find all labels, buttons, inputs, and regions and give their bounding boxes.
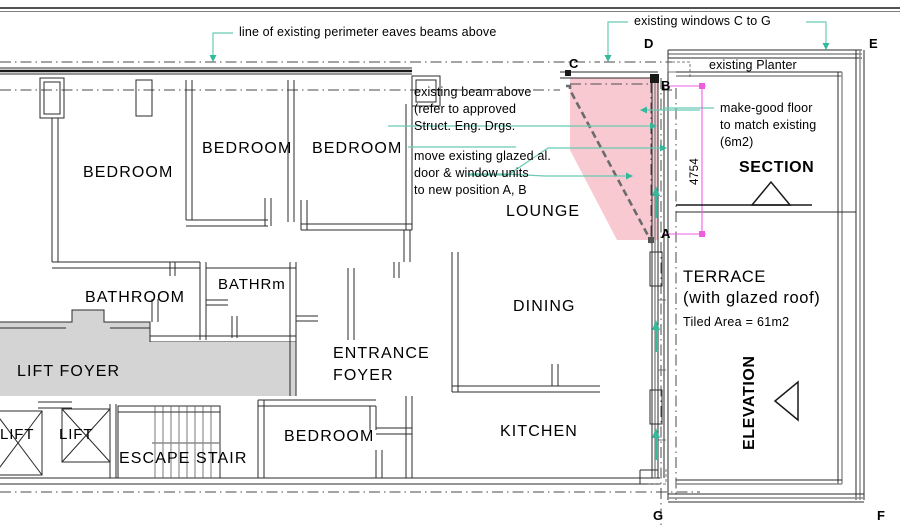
note-move-glazing-line2: door & window units (414, 166, 529, 180)
sheet-border (0, 7, 900, 12)
internal-walls-living (451, 252, 600, 393)
section-tag-label: SECTION (739, 159, 815, 176)
note-make-good-line3: (6m2) (720, 135, 754, 149)
note-existing-windows: existing windows C to G (634, 14, 771, 28)
grid-point-ticks (565, 70, 659, 243)
room-label-bathroom: BATHROOM (85, 289, 186, 306)
extension-area-fill (560, 71, 658, 246)
terrace-title: TERRACE (683, 268, 767, 286)
terrace-subtitle: (with glazed roof) (683, 289, 821, 307)
room-label-dining: DINING (513, 298, 576, 315)
note-make-good-line2: to match existing (720, 118, 817, 132)
note-beam-above-line1: existing beam above (414, 85, 532, 99)
elevation-tag-label: ELEVATION (741, 355, 758, 450)
room-label-entrance-foyer-1: ENTRANCE (333, 345, 430, 362)
terrace-enclosure (648, 49, 865, 503)
room-label-bedroom-1: BEDROOM (83, 164, 174, 181)
grid-point-d: D (644, 36, 654, 51)
grid-point-f: F (877, 508, 885, 523)
lift-shafts (0, 401, 117, 478)
room-label-bedroom-2: BEDROOM (202, 140, 293, 157)
room-label-escape-stair: ESCAPE STAIR (119, 450, 248, 467)
structural-columns (39, 75, 441, 119)
room-label-kitchen: KITCHEN (500, 423, 578, 440)
elevation-marker (773, 380, 799, 422)
note-existing-planter: existing Planter (709, 58, 797, 72)
leader-lines (209, 21, 830, 180)
room-label-entrance-foyer-2: FOYER (333, 367, 394, 384)
note-move-glazing-line1: move existing glazed al. (414, 149, 552, 163)
section-marker (676, 180, 812, 206)
room-label-lift-foyer: LIFT FOYER (17, 363, 121, 380)
internal-walls-bedrooms (51, 80, 413, 262)
room-label-lounge: LOUNGE (506, 203, 581, 220)
grid-point-a: A (661, 226, 671, 241)
room-label-bedroom-3: BEDROOM (312, 140, 403, 157)
dimension-4754-text: 4754 (689, 157, 701, 185)
room-label-lift-2: LIFT (59, 426, 94, 443)
note-eaves-beams: line of existing perimeter eaves beams a… (239, 25, 497, 39)
terrace-area: Tiled Area = 61m2 (683, 315, 790, 329)
note-beam-above-line3: Struct. Eng. Drgs. (414, 119, 516, 133)
room-label-bathrm: BATHRm (218, 276, 286, 293)
grid-point-g: G (653, 508, 664, 523)
grid-point-b: B (661, 78, 671, 93)
internal-walls-lower (257, 262, 413, 478)
grid-point-c: C (569, 56, 579, 71)
escape-stair (117, 405, 221, 479)
glazed-facade-wall (639, 78, 666, 484)
dimension-line-4754 (664, 83, 706, 237)
room-label-bedroom-4: BEDROOM (284, 428, 375, 445)
grid-point-e: E (869, 36, 878, 51)
note-make-good-line1: make-good floor (720, 101, 813, 115)
note-beam-above-line2: (refer to approved (414, 102, 517, 116)
room-label-lift-1: LIFT (0, 426, 35, 443)
note-move-glazing-line3: to new position A, B (414, 183, 527, 197)
lift-foyer-area (0, 299, 297, 396)
